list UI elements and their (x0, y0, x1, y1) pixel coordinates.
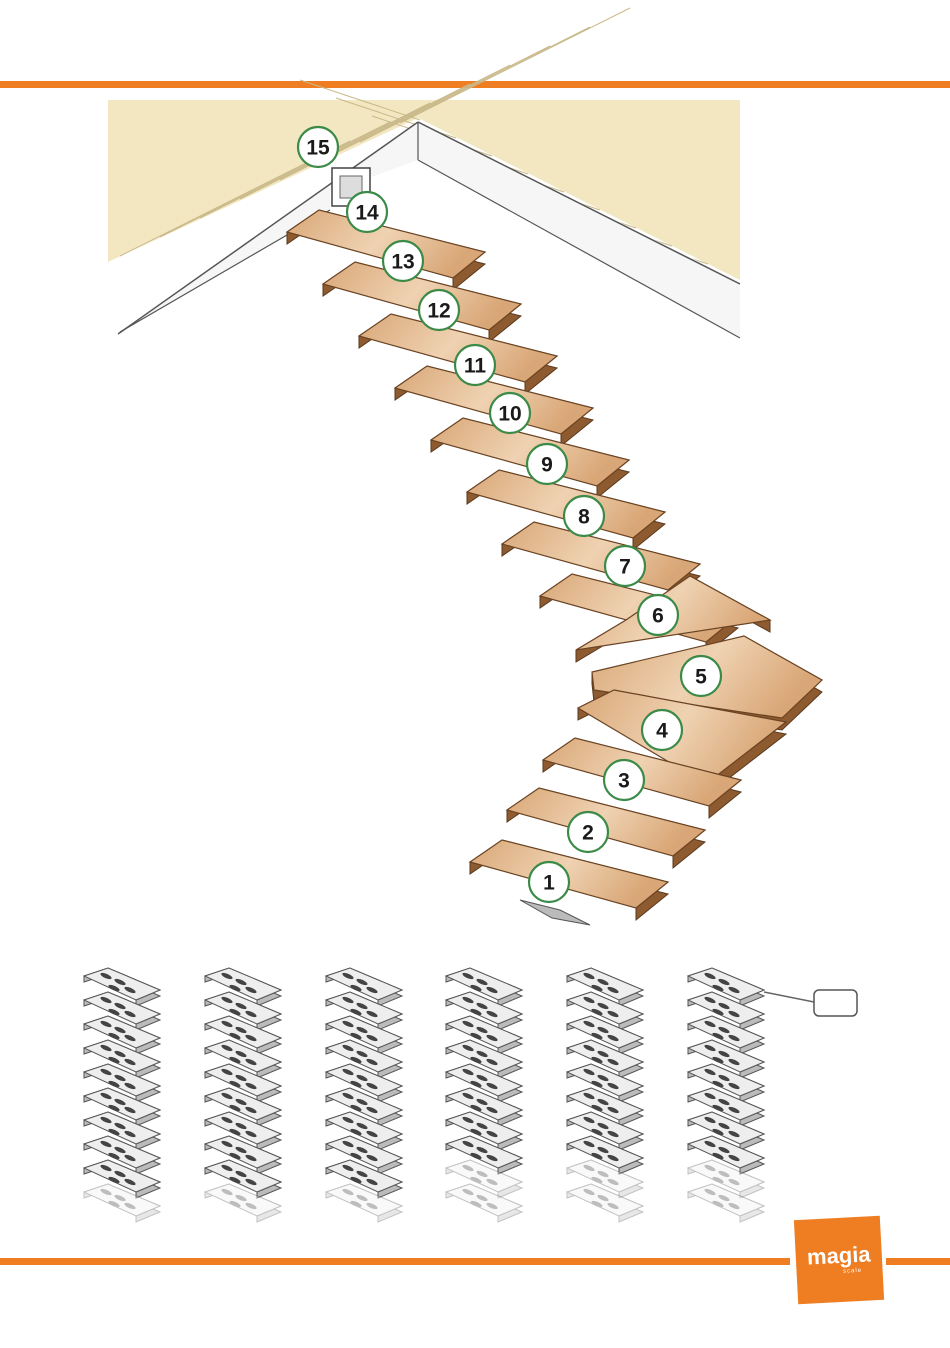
step-label-14: 14 (347, 192, 387, 232)
landing-label-15: 15 (298, 127, 338, 167)
step-label-1: 1 (529, 862, 569, 902)
plate-stack-6 (688, 968, 764, 1222)
stair-treads (287, 210, 822, 925)
step-label-4: 4 (642, 710, 682, 750)
label-number: 5 (695, 666, 707, 689)
label-number: 1 (543, 872, 555, 895)
logo-subtext: scale (843, 1268, 862, 1275)
label-number: 6 (652, 605, 664, 628)
step-label-6: 6 (638, 595, 678, 635)
tread-top (502, 522, 700, 590)
base-plate (520, 900, 590, 925)
label-number: 9 (541, 454, 553, 477)
step-label-8: 8 (564, 496, 604, 536)
step-label-11: 11 (455, 345, 495, 385)
step-label-13: 13 (383, 241, 423, 281)
label-number: 10 (498, 403, 521, 426)
plate-callout (764, 990, 857, 1016)
tread-top (467, 470, 665, 538)
step-label-7: 7 (605, 546, 645, 586)
step-label-12: 12 (419, 290, 459, 330)
spacer-plate-stacks (84, 968, 764, 1222)
label-number: 12 (427, 300, 450, 323)
step-label-2: 2 (568, 812, 608, 852)
label-number: 11 (464, 355, 487, 378)
plate-stack-4 (446, 968, 522, 1222)
step-label-9: 9 (527, 444, 567, 484)
plate-stack-5 (567, 968, 643, 1222)
magia-logo-icon: magia scale (794, 1216, 884, 1304)
plate-stack-2 (205, 968, 281, 1222)
label-number: 13 (391, 251, 414, 274)
plate-stack-3 (326, 968, 402, 1222)
label-number: 2 (582, 822, 594, 845)
step-label-10: 10 (490, 393, 530, 433)
label-number: 4 (656, 720, 668, 743)
label-number: 15 (306, 137, 330, 160)
plate-stack-1 (84, 968, 160, 1222)
label-number: 7 (619, 556, 631, 579)
step-label-5: 5 (681, 656, 721, 696)
label-number: 8 (578, 506, 590, 529)
callout-box (814, 990, 857, 1016)
tread-top (470, 840, 668, 908)
label-number: 14 (355, 202, 379, 225)
label-number: 3 (618, 770, 630, 793)
step-label-3: 3 (604, 760, 644, 800)
logo-wordmark: magia (806, 1243, 871, 1268)
